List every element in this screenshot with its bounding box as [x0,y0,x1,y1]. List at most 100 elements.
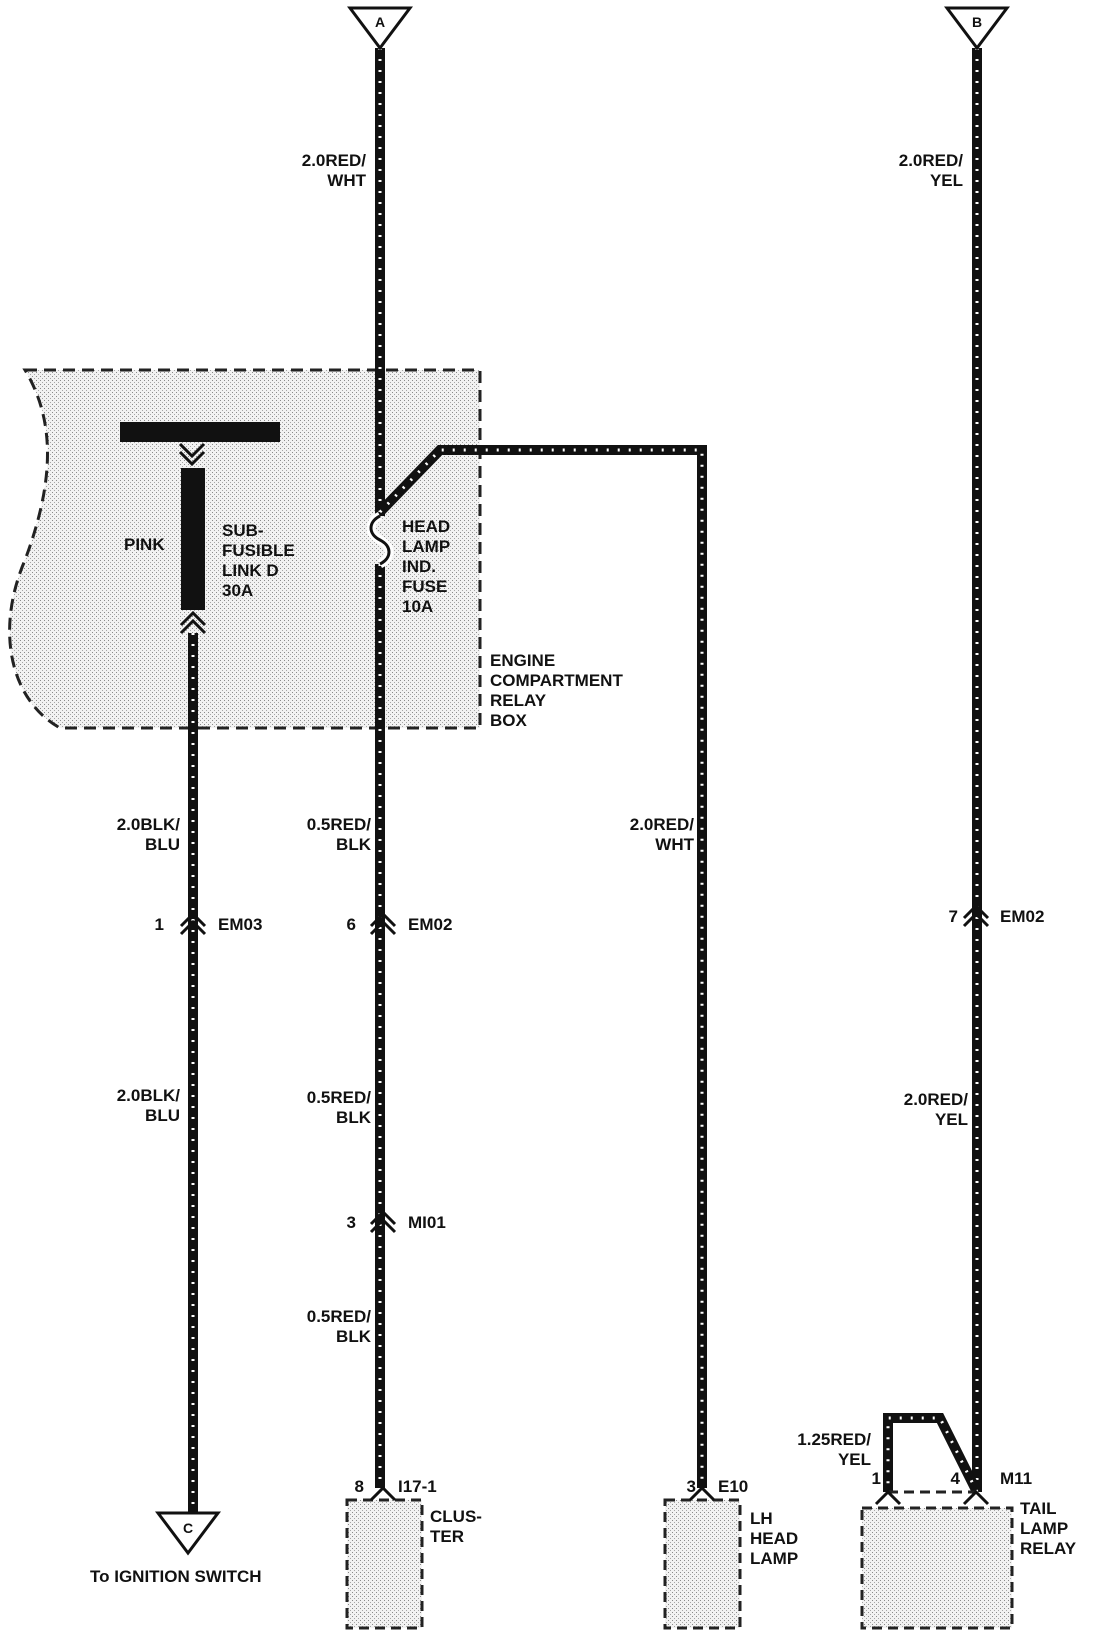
wire-label-cluster-upper: 0.5RED/ BLK [307,815,372,854]
fusible-link-label: SUB- FUSIBLE LINK D 30A [222,521,295,600]
cluster-name-line: TER [430,1527,464,1546]
tail-relay-pin4: 4 [951,1469,961,1488]
connector-a: A [347,6,413,51]
fuse-wave [369,514,391,566]
cluster-connector: I17-1 [398,1477,437,1496]
fusible-link-label-line: FUSIBLE [222,541,295,560]
fuse-label-line: 10A [402,597,433,616]
fusible-link-label-line: LINK D [222,561,279,580]
relay-box-name-line: COMPARTMENT [490,671,623,690]
wire-label-line: BLU [145,1106,180,1125]
em02-right-connector-icon [962,903,990,928]
mi01-pin: 3 [347,1213,356,1232]
wire-label-line: YEL [838,1450,871,1469]
cluster-terminal-icon [369,1485,397,1502]
relay-box-name-line: ENGINE [490,651,555,670]
wire-label-c-lower: 2.0BLK/ BLU [117,1086,181,1125]
bus-bar-terminal-icon [178,442,206,467]
em02-left-pin: 6 [347,915,356,934]
head-lamp-fuse-label: HEAD LAMP IND. FUSE 10A [402,517,450,616]
tail-lamp-relay-box [860,1489,1014,1630]
em02-right-pin: 7 [949,907,958,926]
connector-c-label: C [183,1520,193,1536]
em02-right-name: EM02 [1000,907,1044,926]
tail-relay-name-line: RELAY [1020,1539,1077,1558]
engine-compartment-relay-box [8,368,482,730]
wire-label-line: 2.0RED/ [302,151,367,170]
sub-fusible-link [181,468,205,610]
wire-label-line: 0.5RED/ [307,1088,372,1107]
fuse-label-line: IND. [402,557,436,576]
mi01-name: MI01 [408,1213,446,1232]
tail-relay-name-line: LAMP [1020,1519,1068,1538]
wire-label-cluster-lower: 0.5RED/ BLK [307,1307,372,1346]
fuse-label-line: FUSE [402,577,447,596]
lh-head-lamp-terminal-icon [688,1485,716,1502]
bus-bar [120,422,280,442]
lh-head-lamp-connector: E10 [718,1477,748,1496]
lh-head-lamp-name-line: LAMP [750,1549,798,1568]
wire-label-relay-jumper: 1.25RED/ YEL [797,1430,871,1469]
wire-label-line: 1.25RED/ [797,1430,871,1449]
cluster-pin: 8 [355,1477,364,1496]
connector-b-label: B [972,14,982,30]
connector-a-label: A [375,14,385,30]
relay-box-name: ENGINE COMPARTMENT RELAY BOX [490,651,623,730]
wires [188,48,982,1513]
em03-connector-icon [179,911,207,936]
wire-tail-relay-jumper [883,1413,982,1495]
wire-label-line: 2.0RED/ [904,1090,969,1109]
tail-relay-connector: M11 [1000,1469,1032,1488]
wire-label-cluster-mid: 0.5RED/ BLK [307,1088,372,1127]
wire-label-line: BLU [145,835,180,854]
fusible-link-color-label: PINK [124,535,165,554]
fuse-label-line: HEAD [402,517,450,536]
wire-label-line: WHT [655,835,694,854]
wire-label-line: YEL [930,171,963,190]
tail-lamp-relay-name: TAIL LAMP RELAY [1020,1499,1077,1558]
connector-c: C [155,1511,221,1556]
lh-head-lamp-name-line: LH [750,1509,773,1528]
tail-relay-pin1: 1 [872,1469,881,1488]
connector-b: B [944,6,1010,51]
wire-label-c-upper: 2.0BLK/ BLU [117,815,181,854]
wire-label-a-top: 2.0RED/ WHT [302,151,367,190]
fusible-link-terminal-icon [179,610,207,635]
wire-label-line: 2.0RED/ [899,151,964,170]
cluster-box [345,1478,424,1630]
wire-label-b-lower: 2.0RED/ YEL [904,1090,969,1129]
wire-label-line: BLK [336,1108,372,1127]
wire-label-line: WHT [327,171,366,190]
tail-relay-pin1-icon [874,1489,902,1506]
wire-label-line: YEL [935,1110,968,1129]
lh-head-lamp-name-line: HEAD [750,1529,798,1548]
wire-label-line: 0.5RED/ [307,1307,372,1326]
fusible-link-label-line: 30A [222,581,253,600]
relay-box-name-line: RELAY [490,691,547,710]
mi01-connector-icon [369,1209,397,1234]
em03-name: EM03 [218,915,262,934]
lh-head-lamp-box [663,1485,742,1630]
wire-label-line: BLK [336,1327,372,1346]
fusible-link-label-line: SUB- [222,521,264,540]
wire-label-line: 2.0BLK/ [117,815,181,834]
connector-c-caption: To IGNITION SWITCH [90,1567,262,1586]
cluster-name: CLUS- TER [430,1507,482,1546]
wire-label-b-top: 2.0RED/ YEL [899,151,964,190]
tail-relay-name-line: TAIL [1020,1499,1057,1518]
lh-head-lamp-pin: 3 [687,1477,696,1496]
wire-fuse-to-lh-head-lamp [376,445,707,1488]
wire-label-lh-head-lamp: 2.0RED/ WHT [630,815,695,854]
lh-head-lamp-name: LH HEAD LAMP [750,1509,798,1568]
tail-relay-pin4-icon [962,1489,990,1506]
em02-left-connector-icon [369,911,397,936]
cluster-name-line: CLUS- [430,1507,482,1526]
em03-pin: 1 [155,915,164,934]
fuse-label-line: LAMP [402,537,450,556]
wire-label-line: 2.0BLK/ [117,1086,181,1105]
wire-label-line: 2.0RED/ [630,815,695,834]
wire-label-line: BLK [336,835,372,854]
em02-left-name: EM02 [408,915,452,934]
wire-label-line: 0.5RED/ [307,815,372,834]
